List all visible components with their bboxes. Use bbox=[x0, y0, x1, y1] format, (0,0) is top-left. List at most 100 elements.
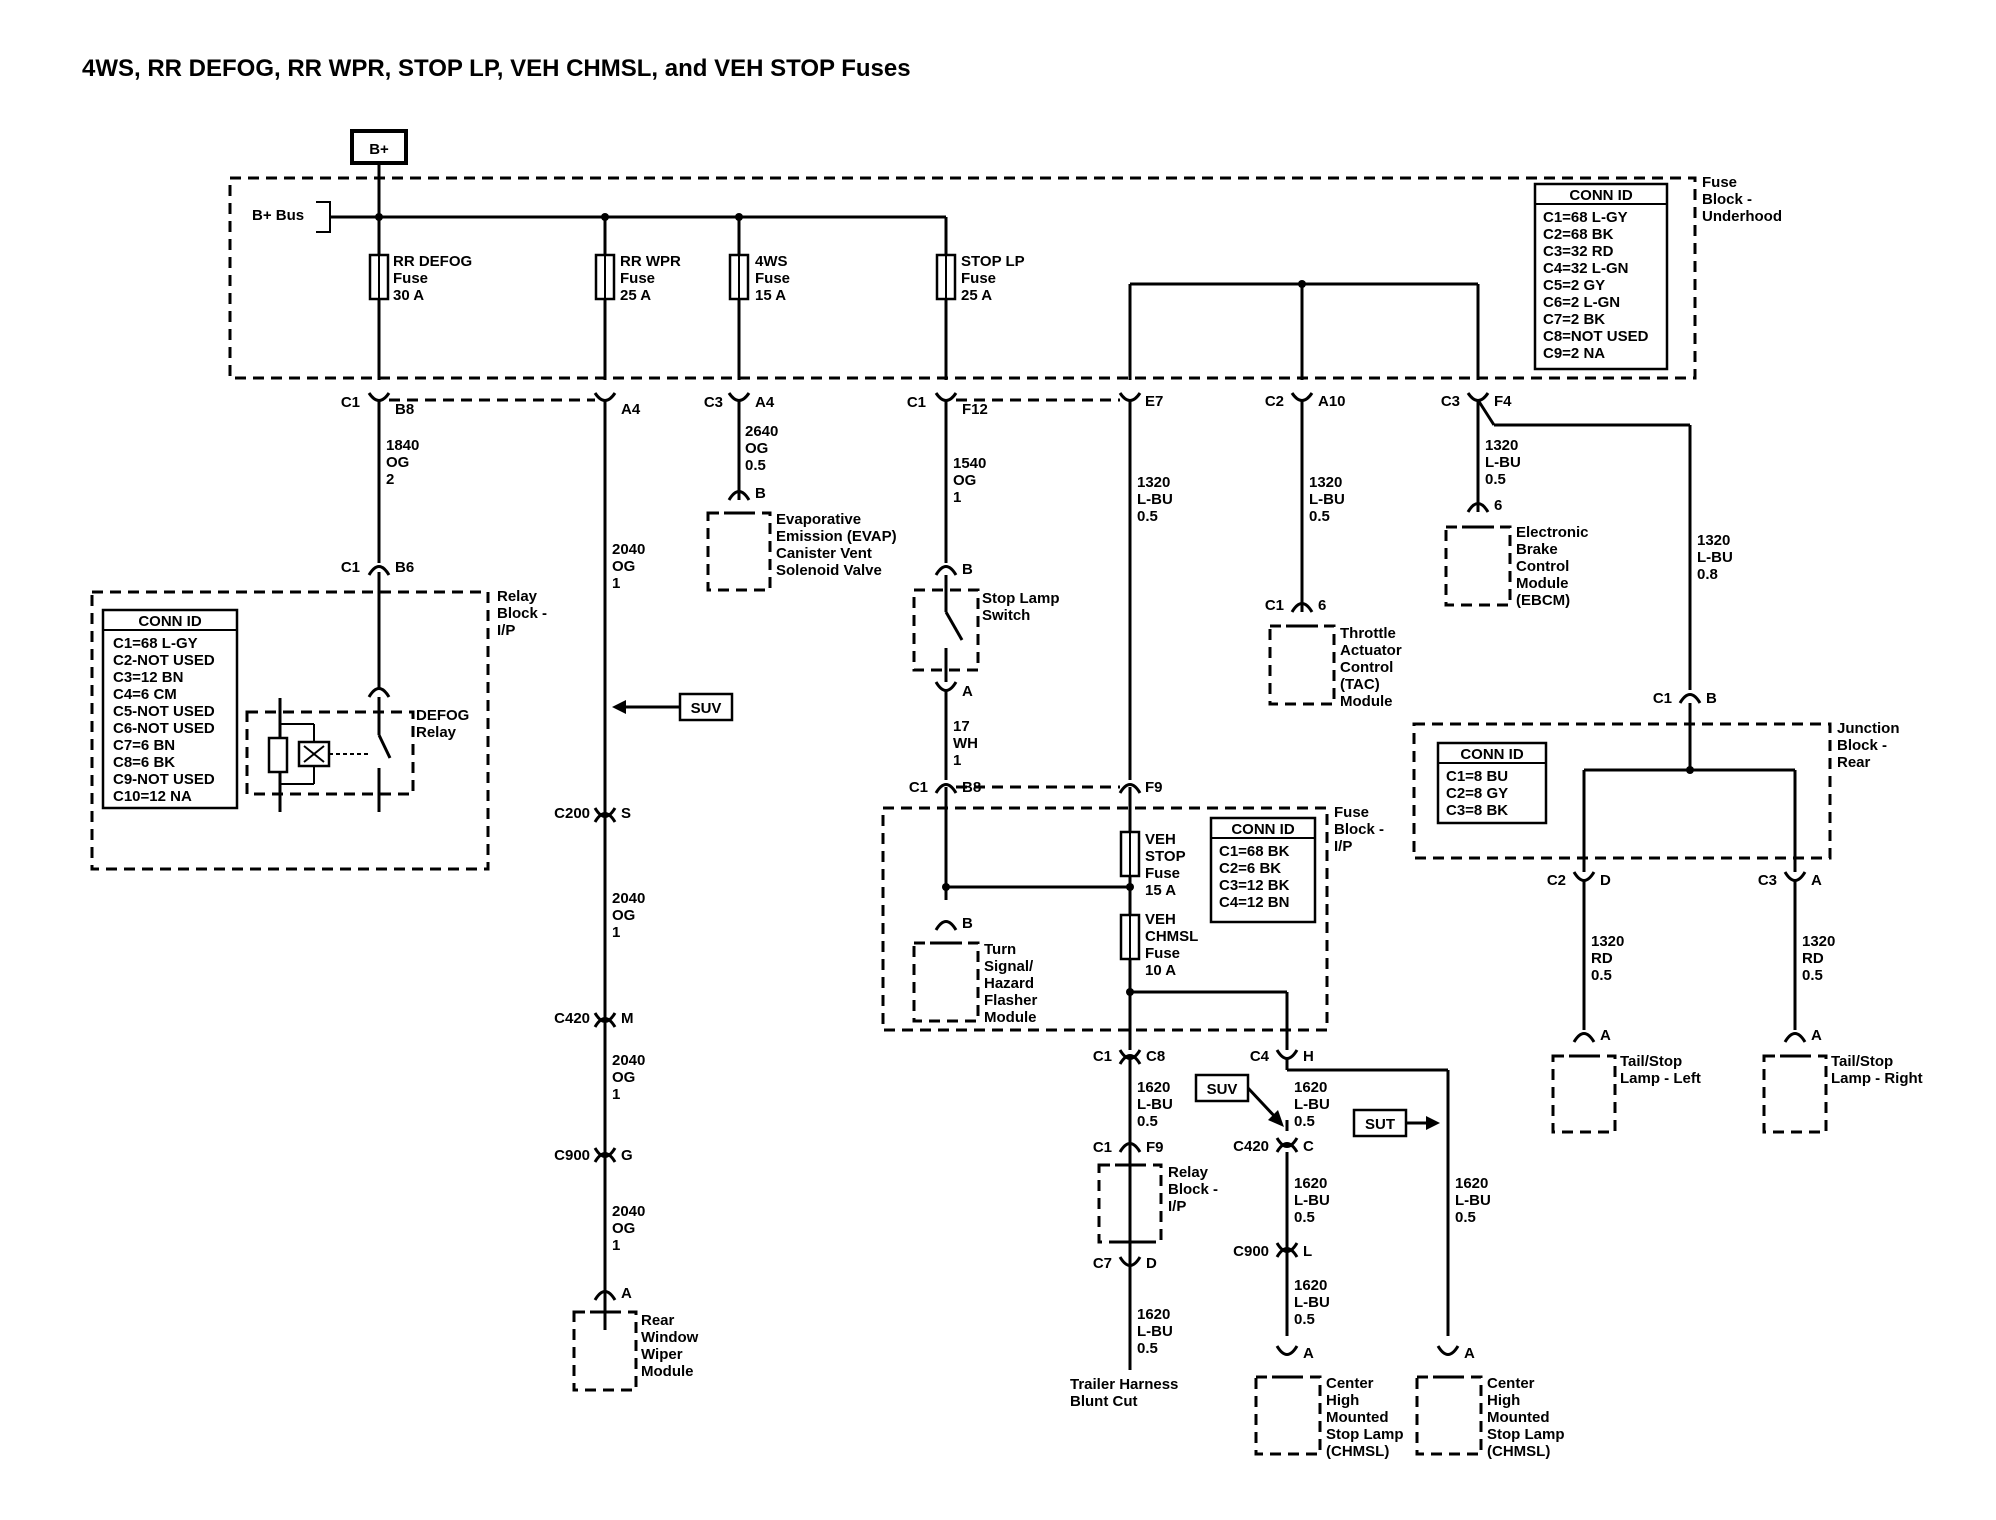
chmsl-lamp-suv bbox=[1254, 1375, 1322, 1456]
relay-coil-resistor bbox=[267, 736, 289, 774]
wire-label: 0.5 bbox=[1137, 1113, 1158, 1130]
connector-id: C900 bbox=[1233, 1243, 1269, 1260]
connector-c900-g bbox=[593, 1147, 617, 1163]
wire-label: 1620 bbox=[1294, 1175, 1327, 1192]
connector-id: C2 bbox=[1547, 872, 1566, 889]
wire-label: L-BU bbox=[1294, 1192, 1330, 1209]
conn-id-table-fuse-ip bbox=[1209, 816, 1317, 924]
component-label: High bbox=[1487, 1392, 1520, 1409]
fuse-label: Fuse bbox=[393, 270, 428, 287]
wire-label: OG bbox=[612, 558, 635, 575]
component-label: (TAC) bbox=[1340, 676, 1380, 693]
relay-label: DEFOG bbox=[416, 707, 469, 724]
connector-pin: A10 bbox=[1318, 393, 1346, 410]
conn-id-table-underhood bbox=[1533, 182, 1669, 371]
connector-pin: A bbox=[1811, 1027, 1822, 1044]
connector-pin: A bbox=[1464, 1345, 1475, 1362]
wire-label: 1 bbox=[953, 752, 961, 769]
conn-id-row: C2=6 BK bbox=[1219, 860, 1281, 877]
wire-label: 0.5 bbox=[1455, 1209, 1476, 1226]
wire-label: 0.5 bbox=[1294, 1311, 1315, 1328]
wire-label: RD bbox=[1591, 950, 1613, 967]
wire-label: 1540 bbox=[953, 455, 986, 472]
fuse-label: Fuse bbox=[1145, 865, 1180, 882]
connector-id: C1 bbox=[1265, 597, 1284, 614]
conn-id-row: C6=2 L-GN bbox=[1543, 294, 1620, 311]
trailer-harness-label: Blunt Cut bbox=[1070, 1393, 1137, 1410]
bplus-label: B+ bbox=[369, 141, 389, 158]
wire-label: WH bbox=[953, 735, 978, 752]
electronic-brake-control-module bbox=[1444, 525, 1512, 607]
connector-id: C1 bbox=[341, 559, 360, 576]
connector-pin: M bbox=[621, 1010, 634, 1027]
connector-pin: F4 bbox=[1494, 393, 1512, 410]
wire-label: 0.8 bbox=[1697, 566, 1718, 583]
component-label: Actuator bbox=[1340, 642, 1402, 659]
relay-block-label: Relay bbox=[497, 588, 538, 605]
connector-id: C420 bbox=[1233, 1138, 1269, 1155]
connector-pin: F9 bbox=[1146, 1139, 1164, 1156]
throttle-actuator-control-module bbox=[1268, 624, 1336, 706]
connector-id: C900 bbox=[554, 1147, 590, 1164]
wire-label: 2040 bbox=[612, 541, 645, 558]
fuse-label: 25 A bbox=[961, 287, 992, 304]
connector-pin: B8 bbox=[395, 401, 414, 418]
suv-option-tag-2: SUV bbox=[1194, 1073, 1284, 1127]
conn-id-row: C3=32 RD bbox=[1543, 243, 1614, 260]
fuse-label: Fuse bbox=[1145, 945, 1180, 962]
junction-block-label: Rear bbox=[1837, 754, 1871, 771]
conn-id-row: C3=8 BK bbox=[1446, 802, 1508, 819]
component-label: Flasher bbox=[984, 992, 1038, 1009]
conn-id-row: C4=6 CM bbox=[113, 686, 177, 703]
conn-id-row: C9-NOT USED bbox=[113, 771, 215, 788]
wire-label: L-BU bbox=[1697, 549, 1733, 566]
turn-signal-hazard-flasher-module bbox=[912, 941, 980, 1023]
component-label: Center bbox=[1487, 1375, 1535, 1392]
bplus-bus-label: B+ Bus bbox=[252, 207, 304, 224]
component-label: Tail/Stop bbox=[1620, 1053, 1682, 1070]
wire-label: 1620 bbox=[1137, 1079, 1170, 1096]
battery-positive-terminal: B+ bbox=[350, 129, 408, 165]
wire-label: 17 bbox=[953, 718, 970, 735]
fuse-block-ip: Fuse Block - I/P CONN ID C1=68 BK C2=6 B… bbox=[881, 804, 1384, 1032]
fuse-block-underhood-label-2: Block - bbox=[1702, 191, 1752, 208]
wire-label: 1620 bbox=[1455, 1175, 1488, 1192]
conn-id-row: C4=12 BN bbox=[1219, 894, 1289, 911]
conn-id-row: C10=12 NA bbox=[113, 788, 192, 805]
sut-tag-label: SUT bbox=[1365, 1116, 1395, 1133]
tail-stop-lamp-left bbox=[1551, 1054, 1617, 1134]
wire-label: 1620 bbox=[1137, 1306, 1170, 1323]
connector-pin: A4 bbox=[755, 394, 775, 411]
component-label: Block - bbox=[1168, 1181, 1218, 1198]
sut-option-tag: SUT bbox=[1352, 1108, 1440, 1138]
conn-id-row: C2=68 BK bbox=[1543, 226, 1614, 243]
connector-pin: A bbox=[962, 683, 973, 700]
component-label: Stop Lamp bbox=[1326, 1426, 1404, 1443]
wire-label: OG bbox=[386, 454, 409, 471]
component-label: Relay bbox=[1168, 1164, 1209, 1181]
connector-pin: A bbox=[1303, 1345, 1314, 1362]
fuse-label: Fuse bbox=[961, 270, 996, 287]
connector-pin: F12 bbox=[962, 401, 988, 418]
component-label: (EBCM) bbox=[1516, 592, 1570, 609]
wire-label: 1620 bbox=[1294, 1079, 1327, 1096]
fuse-label: STOP bbox=[1145, 848, 1186, 865]
component-label: Module bbox=[641, 1363, 694, 1380]
connector-pin: B bbox=[962, 915, 973, 932]
connector-id: C1 bbox=[907, 394, 926, 411]
fuse-label: 15 A bbox=[1145, 882, 1176, 899]
connector-pin: A bbox=[1811, 872, 1822, 889]
wire-label: 1 bbox=[612, 924, 620, 941]
wire-label: L-BU bbox=[1309, 491, 1345, 508]
wire-label: L-BU bbox=[1137, 1096, 1173, 1113]
wire-label: 1320 bbox=[1485, 437, 1518, 454]
component-label: Switch bbox=[982, 607, 1030, 624]
connector-pin: B bbox=[1706, 690, 1717, 707]
wire-label: 0.5 bbox=[1294, 1113, 1315, 1130]
conn-id-row: C5-NOT USED bbox=[113, 703, 215, 720]
fuse-block-underhood-label-1: Fuse bbox=[1702, 174, 1737, 191]
connector-pin: H bbox=[1303, 1048, 1314, 1065]
connector-id: C7 bbox=[1093, 1255, 1112, 1272]
conn-id-row: C2-NOT USED bbox=[113, 652, 215, 669]
rear-window-wiper-module bbox=[572, 1310, 638, 1392]
